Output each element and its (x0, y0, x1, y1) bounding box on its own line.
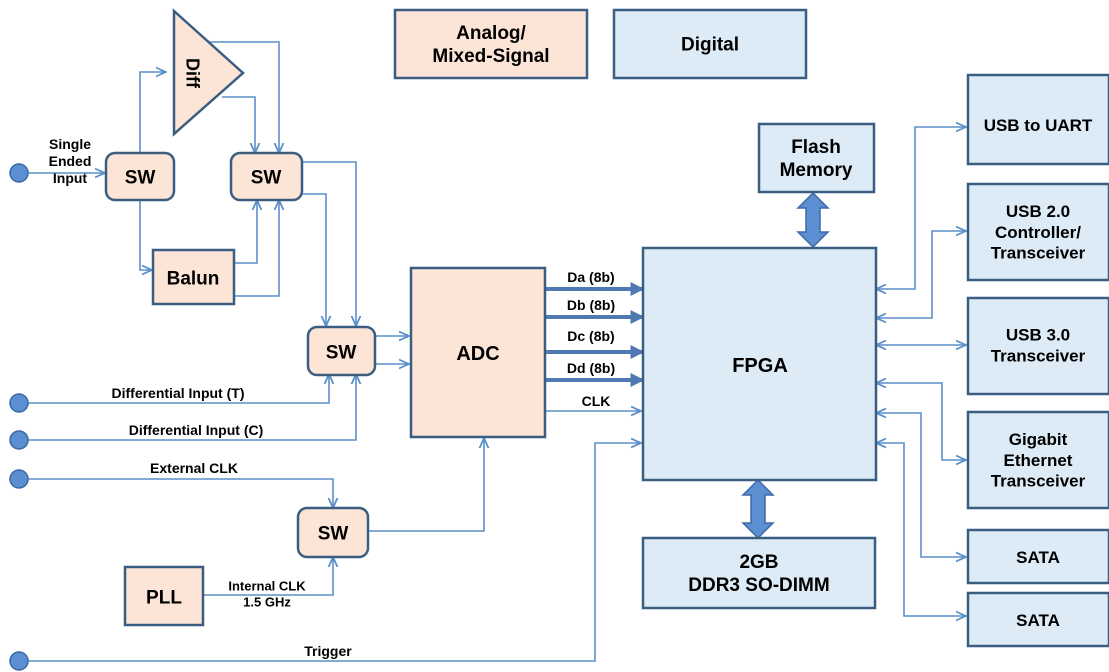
sata1-block (966, 528, 1109, 585)
legend-analog-box (393, 8, 589, 80)
clk-label: CLK (582, 393, 611, 409)
diff-input-c-label: Differential Input (C) (129, 422, 264, 438)
sw-select-label: SW (251, 168, 282, 189)
legend-analog-label: Analog/Mixed-Signal (432, 23, 549, 67)
diff-amplifier (172, 8, 245, 137)
sw-input-label: SW (125, 168, 156, 189)
usb20-block (966, 182, 1109, 282)
fpga-block (641, 246, 878, 482)
pll-block (123, 565, 205, 627)
analog-blocks: Diff SW SW Balun SW ADC SW PLL (104, 8, 547, 627)
diff-input-t-label: Differential Input (T) (112, 385, 245, 401)
adc-block (409, 266, 547, 439)
diff-input-t-port[interactable] (9, 393, 29, 413)
da-bus-label: Da (8b) (567, 269, 614, 285)
trigger-port[interactable] (9, 651, 29, 671)
diff-input-c-port[interactable] (9, 430, 29, 450)
diff-amplifier-label: Diff (183, 58, 203, 89)
trigger-label: Trigger (304, 643, 352, 659)
legend-digital-label: Digital (681, 35, 739, 56)
pll-label: PLL (146, 588, 182, 609)
adc-label: ADC (456, 343, 499, 365)
dd-bus-label: Dd (8b) (567, 360, 615, 376)
external-clk-port[interactable] (9, 469, 29, 489)
usb30-block (966, 296, 1109, 396)
fpga-ddr3-double-arrow (741, 478, 775, 540)
db-bus-label: Db (8b) (567, 297, 615, 313)
gige-block (966, 410, 1109, 510)
single-ended-input-port[interactable] (9, 163, 29, 183)
sata2-label: SATA (1016, 611, 1060, 630)
sw-clk-block (296, 506, 370, 559)
external-clk-label: External CLK (150, 460, 238, 476)
sw-input-block (104, 151, 176, 202)
input-ports (9, 163, 29, 671)
balun-block (151, 248, 236, 306)
sw-adc-label: SW (326, 343, 357, 364)
sata2-block (966, 591, 1109, 648)
sw-select-block (229, 151, 304, 202)
ddr3-block (641, 536, 877, 610)
flash-fpga-double-arrow (796, 191, 830, 249)
usb-to-uart-block (966, 73, 1109, 166)
fpga-label: FPGA (732, 355, 788, 377)
legend: Analog/Mixed-Signal Digital (393, 8, 808, 80)
usb-to-uart-label: USB to UART (984, 116, 1093, 135)
legend-digital-box (612, 8, 808, 80)
dc-bus-label: Dc (8b) (567, 328, 614, 344)
flash-memory-block (757, 122, 876, 194)
wires (28, 41, 966, 662)
sw-clk-label: SW (318, 524, 349, 545)
balun-label: Balun (167, 269, 220, 290)
sata1-label: SATA (1016, 548, 1060, 567)
sw-adc-block (306, 325, 377, 377)
